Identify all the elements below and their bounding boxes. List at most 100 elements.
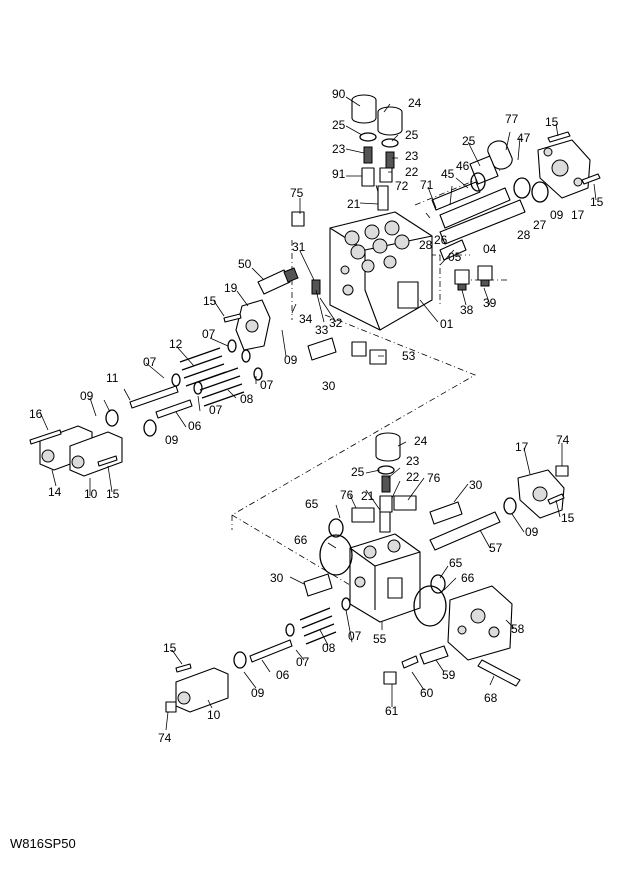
callout: 28 xyxy=(517,228,531,242)
lower-end-cover-58 xyxy=(383,585,521,687)
lower-top-stack xyxy=(351,432,417,533)
callout: 14 xyxy=(48,485,62,499)
callout: 15 xyxy=(545,115,559,129)
callout: 07 xyxy=(348,629,362,643)
callout: 15 xyxy=(163,641,177,655)
callout: 25 xyxy=(462,134,476,148)
callout: 90 xyxy=(332,87,346,101)
callout: 15 xyxy=(590,195,604,209)
lower-solenoid xyxy=(165,663,229,713)
callout: 10 xyxy=(207,708,221,722)
callout: 08 xyxy=(240,392,254,406)
callout: 07 xyxy=(143,355,157,369)
callout: 72 xyxy=(395,179,409,193)
callout: 09 xyxy=(284,353,298,367)
callout: 66 xyxy=(294,533,308,547)
callout: 47 xyxy=(517,131,531,145)
callout: 74 xyxy=(158,731,172,745)
upper-left-valves xyxy=(257,211,321,295)
callout: 19 xyxy=(224,281,238,295)
callout: 10 xyxy=(84,487,98,501)
callout: 65 xyxy=(449,556,463,570)
callout: 21 xyxy=(347,197,361,211)
callout: 26 xyxy=(434,233,448,247)
callout: 09 xyxy=(165,433,179,447)
callout: 45 xyxy=(441,167,455,181)
callout: 32 xyxy=(329,316,343,330)
callout: 07 xyxy=(202,327,216,341)
callout: 05 xyxy=(448,250,462,264)
callout: 09 xyxy=(525,525,539,539)
callout: 33 xyxy=(315,323,329,337)
callout: 07 xyxy=(296,655,310,669)
callout: 76 xyxy=(427,471,441,485)
callout: 25 xyxy=(405,128,419,142)
callout: 23 xyxy=(406,454,420,468)
upper-top-stack xyxy=(351,94,403,211)
callout: 15 xyxy=(106,487,120,501)
callout: 65 xyxy=(305,497,319,511)
callout: 04 xyxy=(483,242,497,256)
callout: 21 xyxy=(361,489,375,503)
callout: 91 xyxy=(332,167,346,181)
callout: 34 xyxy=(299,312,313,326)
callout: 24 xyxy=(408,96,422,110)
leader-lines xyxy=(39,96,597,731)
callout: 61 xyxy=(385,704,399,718)
callout: 30 xyxy=(322,379,336,393)
lower-spool-and-seals xyxy=(319,497,517,627)
callout: 76 xyxy=(340,488,354,502)
valve-body-lower xyxy=(349,533,421,623)
callout: 22 xyxy=(406,470,420,484)
callout: 77 xyxy=(505,112,519,126)
callout: 71 xyxy=(420,178,434,192)
assembly-guide-lines xyxy=(231,169,510,586)
callout: 25 xyxy=(332,118,346,132)
callout: 28 xyxy=(419,238,433,252)
lower-left-stack xyxy=(233,573,351,669)
callout: 16 xyxy=(29,407,43,421)
callout: 53 xyxy=(402,349,416,363)
callout: 30 xyxy=(469,478,483,492)
callout: 23 xyxy=(332,142,346,156)
callout: 06 xyxy=(188,419,202,433)
callout: 74 xyxy=(556,433,570,447)
callout: 39 xyxy=(483,296,497,310)
callout: 08 xyxy=(322,641,336,655)
callout: 55 xyxy=(373,632,387,646)
callout: 07 xyxy=(260,378,274,392)
callout: 46 xyxy=(456,159,470,173)
callout: 50 xyxy=(238,257,252,271)
callout: 07 xyxy=(209,403,223,417)
upper-plugs-38-39 xyxy=(454,265,493,291)
callout: 25 xyxy=(351,465,365,479)
callout: 59 xyxy=(442,668,456,682)
upper-right-spools xyxy=(431,140,549,261)
callout: 75 xyxy=(290,186,304,200)
drawing-code-label: W816SP50 xyxy=(10,836,76,851)
callout: 30 xyxy=(270,571,284,585)
callout: 31 xyxy=(292,240,306,254)
callout: 23 xyxy=(405,149,419,163)
upper-bottom-fittings xyxy=(307,337,387,365)
callout: 24 xyxy=(414,434,428,448)
callout: 09 xyxy=(251,686,265,700)
callout: 58 xyxy=(511,622,525,636)
valve-body-main xyxy=(329,211,433,331)
callout: 68 xyxy=(484,691,498,705)
lower-right-cover xyxy=(517,465,569,519)
callout: 15 xyxy=(203,294,217,308)
callout: 57 xyxy=(489,541,503,555)
callout: 09 xyxy=(80,389,94,403)
callout: 38 xyxy=(460,303,474,317)
callout: 06 xyxy=(276,668,290,682)
callout: 27 xyxy=(533,218,547,232)
upper-right-cover xyxy=(537,131,601,199)
callout: 09 xyxy=(550,208,564,222)
callout: 01 xyxy=(440,317,454,331)
upper-solenoids xyxy=(29,425,123,477)
callout: 17 xyxy=(571,208,585,222)
callout: 11 xyxy=(106,371,119,385)
callout: 12 xyxy=(169,337,183,351)
